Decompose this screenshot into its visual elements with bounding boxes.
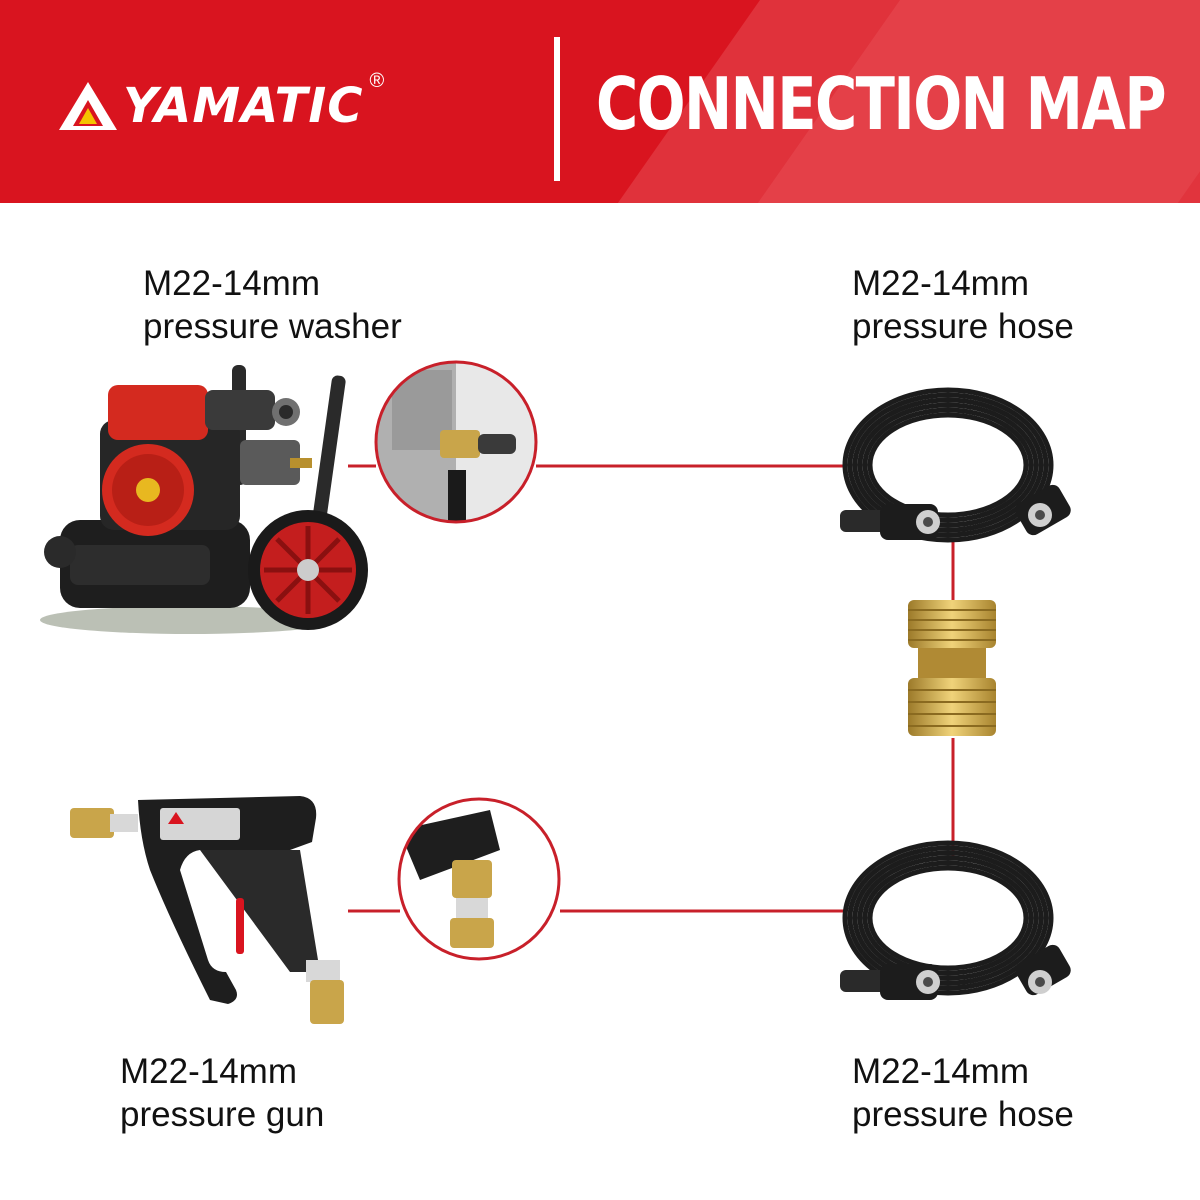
hose-coil-icon	[840, 840, 1071, 1000]
zoom-detail-icon	[374, 360, 538, 524]
label-name: pressure hose	[852, 1095, 1074, 1134]
label-size: M22-14mm	[120, 1052, 297, 1091]
spray-gun-icon	[70, 796, 344, 1024]
label-gun: M22-14mm pressure gun	[120, 1050, 324, 1136]
label-hose-bottom: M22-14mm pressure hose	[852, 1050, 1074, 1136]
brass-coupler-icon	[908, 600, 996, 736]
registered-mark: ®	[369, 70, 385, 92]
label-hose-top: M22-14mm pressure hose	[852, 262, 1074, 348]
header-banner: YAMATIC ® CONNECTION MAP	[0, 0, 1200, 203]
label-name: pressure washer	[143, 307, 402, 346]
connection-diagram	[40, 360, 1071, 1024]
hose-coil-icon	[840, 387, 1071, 543]
page-title: CONNECTION MAP	[596, 62, 1167, 146]
brand: YAMATIC ®	[55, 70, 384, 136]
label-size: M22-14mm	[852, 1052, 1029, 1091]
label-washer: M22-14mm pressure washer	[143, 262, 402, 348]
zoom-detail-icon	[397, 797, 561, 961]
label-name: pressure gun	[120, 1095, 325, 1134]
pressure-washer-icon	[40, 365, 368, 634]
header-divider	[554, 37, 560, 181]
connector-lines	[348, 464, 955, 913]
yamatic-logo-icon	[59, 82, 117, 130]
label-name: pressure hose	[852, 307, 1074, 346]
label-size: M22-14mm	[852, 264, 1029, 303]
label-size: M22-14mm	[143, 264, 320, 303]
brand-name: YAMATIC	[123, 78, 364, 134]
